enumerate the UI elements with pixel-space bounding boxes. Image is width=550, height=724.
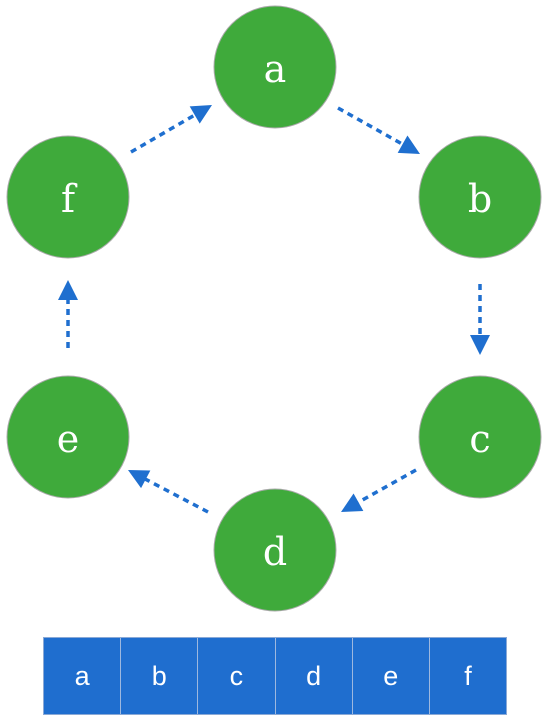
node-label: a [264,47,287,91]
edge-line [130,111,200,154]
edge-arrow-d-to-e [128,470,209,514]
edge-arrow-b-to-c [470,284,490,355]
arrowhead-icon [58,280,78,300]
node-circle [6,135,130,259]
nodes-layer: a b c d e f [6,5,542,612]
edge-arrow-e-to-f [58,280,78,348]
node-b: b [418,135,542,259]
array-strip: a b c d e f [43,637,507,715]
array-cell-f: f [429,638,507,714]
edge-arrow-f-to-a [130,105,212,154]
arrowhead-icon [341,493,364,512]
node-label: c [469,417,490,461]
node-circle [6,375,130,499]
array-cell-d: d [275,638,353,714]
node-label: b [468,177,492,221]
edge-arrow-a-to-b [337,106,420,154]
node-f: f [6,135,130,259]
node-label: e [57,417,80,461]
arrowhead-icon [397,135,420,154]
edges-layer [58,105,490,514]
edge-line [354,468,417,506]
edge-arrow-c-to-d [341,468,417,512]
node-circle [213,488,337,612]
node-a: a [213,5,337,129]
node-circle [418,375,542,499]
node-c: c [418,375,542,499]
array-cell-b: b [121,638,199,714]
node-d: d [213,488,337,612]
node-circle [418,135,542,259]
node-circle [213,5,337,129]
array-cell-e: e [352,638,430,714]
arrowhead-icon [189,105,212,124]
node-label: f [61,177,78,221]
node-label: d [263,530,287,574]
edge-line [141,475,209,514]
edge-line [337,106,407,148]
array-cell-a: a [44,638,122,714]
arrowhead-icon [128,470,151,489]
array-cell-c: c [198,638,276,714]
arrowhead-icon [470,335,490,355]
node-e: e [6,375,130,499]
